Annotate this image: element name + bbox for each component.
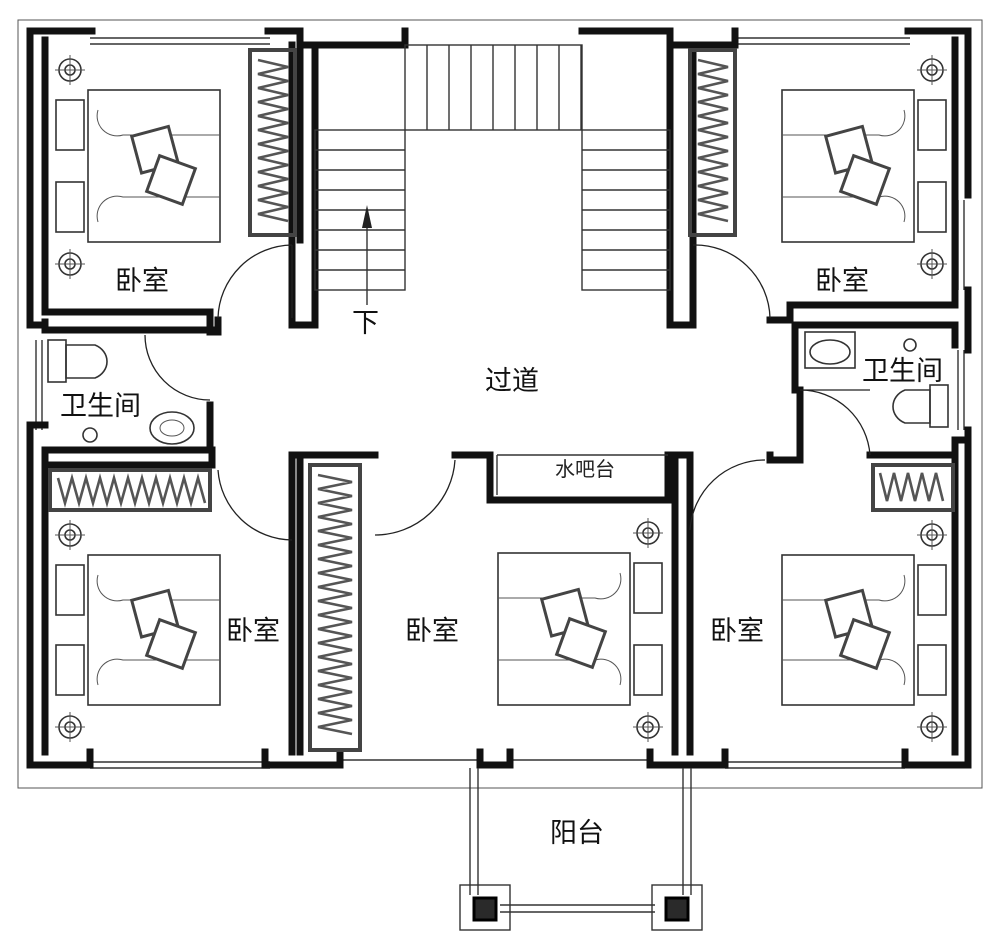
wardrobe-hanger-pattern — [257, 58, 289, 223]
toilet-tank — [929, 384, 949, 428]
water-bar — [496, 454, 668, 495]
bedroom-label: 卧室 — [710, 616, 764, 647]
lamp-icon — [633, 518, 663, 548]
door-swing — [692, 244, 771, 319]
bed-frame — [87, 89, 221, 243]
bed-sheet-fold — [782, 658, 906, 686]
bed — [497, 518, 663, 742]
wardrobe-hanger-pattern — [878, 472, 945, 502]
door-swing — [689, 459, 766, 531]
floor-drain-icon — [82, 427, 98, 443]
nightstand — [55, 644, 85, 696]
bedroom-label: 卧室 — [815, 266, 869, 297]
bathroom-right-fixtures — [804, 331, 949, 428]
nightstand — [633, 562, 663, 614]
stair-down-label: 下 — [352, 308, 379, 339]
column-left — [472, 896, 498, 922]
stair-arrow-icon — [362, 205, 372, 228]
bed-frame — [781, 89, 915, 243]
lamp-icon — [917, 712, 947, 742]
water-bar-label: 水吧台 — [555, 457, 615, 481]
cushion-icon — [554, 616, 608, 670]
bed-sheet-fold — [498, 658, 622, 686]
bathroom-label: 卫生间 — [862, 356, 943, 387]
wardrobe-hanger-pattern — [317, 473, 353, 736]
wardrobe-bottom-right — [871, 463, 955, 512]
cushion-icon — [144, 153, 198, 207]
bed-sheet-fold — [782, 195, 906, 223]
balcony-structure — [459, 768, 703, 931]
wardrobe-top-right — [688, 48, 737, 237]
sink-counter — [804, 331, 856, 369]
cushion-icon — [144, 617, 198, 671]
nightstand — [917, 564, 947, 616]
door-swing — [799, 389, 871, 456]
door-swing — [217, 469, 293, 541]
bed-frame — [497, 552, 631, 706]
door-swing — [374, 459, 456, 536]
column-right — [664, 896, 690, 922]
bed-frame — [87, 554, 221, 706]
lamp-icon — [55, 55, 85, 85]
lamp-icon — [917, 520, 947, 550]
staircase — [314, 44, 671, 305]
nightstand — [917, 181, 947, 233]
lamp-icon — [55, 249, 85, 279]
wardrobe-bottom-mid — [308, 463, 362, 752]
bed-sheet-fold — [782, 109, 906, 137]
bed-sheet-fold — [96, 574, 220, 602]
bed-sheet-fold — [782, 574, 906, 602]
bed-sheet-fold — [498, 572, 622, 600]
balcony-label: 阳台 — [550, 818, 604, 849]
bedroom-label: 卧室 — [115, 266, 169, 297]
nightstand — [917, 644, 947, 696]
lamp-icon — [633, 712, 663, 742]
beds — [55, 55, 947, 742]
cushion-icon — [838, 153, 892, 207]
wardrobes — [48, 48, 955, 752]
lamp-icon — [917, 55, 947, 85]
toilet-icon — [892, 389, 931, 424]
sink-icon — [149, 411, 195, 445]
bedroom-label: 卧室 — [405, 616, 459, 647]
nightstand — [917, 99, 947, 151]
wardrobe-hanger-pattern — [697, 58, 729, 223]
bed-sheet-fold — [96, 195, 220, 223]
bed — [781, 55, 947, 279]
bed-sheet-fold — [96, 658, 220, 686]
nightstand — [633, 644, 663, 696]
floor-drain-icon — [903, 338, 917, 352]
nightstand — [55, 99, 85, 151]
bed-frame — [781, 554, 915, 706]
wardrobe-hanger-pattern — [56, 473, 207, 508]
bedroom-label: 卧室 — [226, 616, 280, 647]
bathroom-left-fixtures — [47, 339, 195, 445]
room-labels: 卧室 卧室 卧室 卧室 卧室 卫生间 卫生间 过道 下 水吧台 阳台 — [60, 266, 943, 849]
door-swing — [217, 244, 293, 319]
corridor-label: 过道 — [485, 366, 539, 397]
toilet-icon — [65, 344, 108, 379]
bed-sheet-fold — [96, 109, 220, 137]
door-swing — [144, 334, 211, 401]
bed — [781, 520, 947, 742]
wardrobe-bottom-left — [48, 468, 212, 512]
nightstand — [55, 181, 85, 233]
nightstand — [55, 564, 85, 616]
lamp-icon — [55, 520, 85, 550]
lamp-icon — [55, 712, 85, 742]
wardrobe-top-left — [248, 48, 297, 237]
lamp-icon — [917, 249, 947, 279]
bathroom-label: 卫生间 — [60, 391, 141, 422]
sink-icon — [809, 339, 851, 365]
cushion-icon — [838, 617, 892, 671]
toilet-tank — [47, 339, 67, 383]
doors — [144, 244, 871, 541]
bed — [55, 520, 221, 742]
bed — [55, 55, 221, 279]
